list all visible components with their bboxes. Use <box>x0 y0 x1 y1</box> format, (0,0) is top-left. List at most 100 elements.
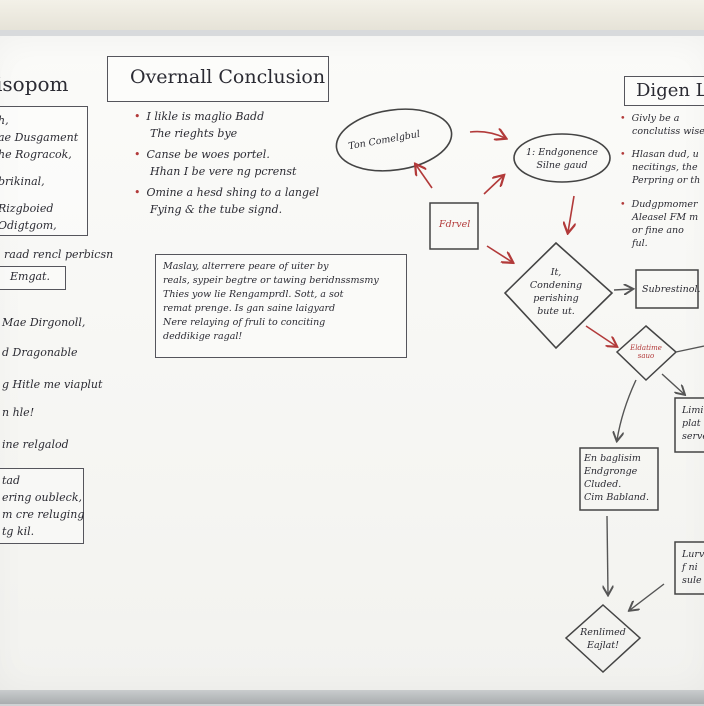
right-bullet-3: Dudgpmomer Aleasel FM m or fine ano ful. <box>620 198 698 250</box>
arrow-subs-right <box>675 345 704 353</box>
left-note: raad rencl perbicsn <box>4 248 114 261</box>
bullet-line: Givly be a <box>620 112 704 125</box>
arrow-diamond-to-subs <box>613 289 632 290</box>
text-line: perishing <box>533 293 579 304</box>
text-line: deddikige ragal! <box>163 331 243 342</box>
arrow-boxmid-to-bottom <box>607 515 608 594</box>
bullet-line: Hhan I be vere ng pcrenst <box>150 165 297 178</box>
bullet-line: I likle is maglio Badd <box>134 108 265 125</box>
bullet-line: Omine a hesd shing to a langel <box>134 184 320 201</box>
text-line: Thies yow lie Rengamprdl. Sott, a sot <box>163 289 344 300</box>
bullet-line: The rieghts bye <box>150 127 238 140</box>
arrow-small-to-boxmid <box>617 379 637 440</box>
text-line: Rizgboied <box>0 202 54 215</box>
bullet-line: Aleasel FM m <box>632 212 699 223</box>
left-box-2 <box>0 468 84 544</box>
box-right2-label: Lurv f ni sule <box>682 548 704 587</box>
text-line: Limi <box>682 405 704 416</box>
conclusion-box-text: Maslay, alterrere peare of uiter by real… <box>163 260 379 344</box>
arrow-diamond-to-small <box>585 325 616 346</box>
right-bullet-2: Hlasan dud, u necitings, the Perpring or… <box>620 148 701 187</box>
text-line: sauo <box>637 352 655 360</box>
arrow-box-to-diamond <box>486 245 512 262</box>
small-diamond-label: Eldatime sauo <box>624 344 668 360</box>
text-line: ae Dusgament <box>0 131 79 144</box>
right-title-frame <box>624 76 704 106</box>
text-line: brikinal, <box>0 175 45 188</box>
conclusion-box <box>155 254 407 358</box>
text-line: tad <box>2 474 21 487</box>
text-line: En baglisim <box>584 453 641 464</box>
text-line: sule <box>682 575 702 586</box>
arrow-right2-to-bottom <box>630 583 665 610</box>
left-list-1: Mae Dirgonoll, <box>2 316 86 329</box>
text-line: plat <box>682 418 701 429</box>
left-title: isopom <box>0 72 69 96</box>
text-line: he Rogracok, <box>0 148 72 161</box>
left-box-2-text: tad ering oubleck, m cre reluging tg kil… <box>2 472 84 540</box>
right-title: Digen Lo <box>636 80 704 101</box>
text-line: Nere relaying of fruli to conciting <box>163 317 326 328</box>
arrow-box-to-ellipse <box>483 176 503 195</box>
left-boxed-word-frame <box>0 266 66 290</box>
text-line: serve <box>682 431 704 442</box>
oval-start <box>335 108 453 172</box>
text-line: ering oubleck, <box>2 491 83 504</box>
conclusion-bullet-3: Omine a hesd shing to a langel Fying & t… <box>134 184 320 218</box>
text-line: Renlimed <box>580 627 626 638</box>
text-line: Silne gaud <box>536 160 588 171</box>
bullet-line: ful. <box>632 238 648 249</box>
arrow-ellipse-to-diamond <box>568 195 574 232</box>
text-line: h, <box>0 114 9 127</box>
box-mid <box>579 447 659 511</box>
wall <box>0 0 704 30</box>
small-diamond <box>615 325 678 382</box>
small-box-label: Fdrvel <box>439 219 471 230</box>
text-line: Odigtgom, <box>0 219 57 232</box>
text-line: Cim Babland. <box>584 492 649 503</box>
bullet-line: necitings, the <box>632 162 698 173</box>
arrow-small-to-right1 <box>661 373 684 394</box>
box-right1-label: Limi plat serve <box>682 404 704 443</box>
text-line: remat prenge. Is gan saine laigyard <box>163 303 336 314</box>
ellipse-right-label: 1: Endgonence Silne gaud <box>524 146 600 172</box>
left-list-5: ine relgalod <box>2 438 69 451</box>
diamond-bottom <box>564 603 642 674</box>
conclusion-title-frame <box>107 56 329 102</box>
diamond-main-label: It, Condening perishing bute ut. <box>520 266 592 318</box>
text-line: reals, sypeir begtre or tawing beridnssm… <box>163 275 379 286</box>
text-line: tg kil. <box>2 525 35 538</box>
text-line: Cluded. <box>584 479 622 490</box>
subs-box <box>635 269 699 309</box>
text-line: 1: Endgonence <box>525 147 598 158</box>
bullet-line: Canse be woes portel. <box>134 146 296 163</box>
bullet-line: Perpring or th <box>632 175 701 186</box>
text-line: Eajlat! <box>587 640 619 651</box>
text-line: f ni <box>682 562 698 573</box>
left-box-1 <box>0 106 88 236</box>
conclusion-title: Overnall Conclusion <box>130 66 326 88</box>
left-list-4: n hle! <box>2 406 35 419</box>
arrow-oval-to-ellipse <box>469 132 505 138</box>
text-line: It, <box>550 267 562 278</box>
bullet-line: Dudgpmomer <box>620 198 698 211</box>
text-line: Lurv <box>682 549 704 560</box>
left-box-1-text: h, ae Dusgament he Rogracok, brikinal, R… <box>0 112 86 234</box>
conclusion-bullet-2: Canse be woes portel. Hhan I be vere ng … <box>134 146 297 180</box>
right-bullet-1: Givly be a conclutiss wise <box>620 112 704 138</box>
box-mid-label: En baglisim Endgronge Cluded. Cim Bablan… <box>584 452 649 504</box>
small-red-box <box>429 202 479 250</box>
text-line: Maslay, alterrere peare of uiter by <box>163 261 329 272</box>
text-line: Eldatime <box>630 344 662 352</box>
left-list-2: d Dragonable <box>2 346 78 359</box>
bullet-line: Fying & the tube signd. <box>150 203 283 216</box>
subs-box-label: Subrestinol. <box>642 284 701 295</box>
box-right1 <box>674 397 704 453</box>
marker-tray <box>0 690 704 704</box>
bullet-line: Hlasan dud, u <box>620 148 700 161</box>
ellipse-right <box>513 133 611 183</box>
diamond-bottom-label: Renlimed Eajlat! <box>574 626 632 652</box>
bullet-line: conclutiss wise <box>632 126 704 137</box>
bullet-line: or fine ano <box>632 225 684 236</box>
